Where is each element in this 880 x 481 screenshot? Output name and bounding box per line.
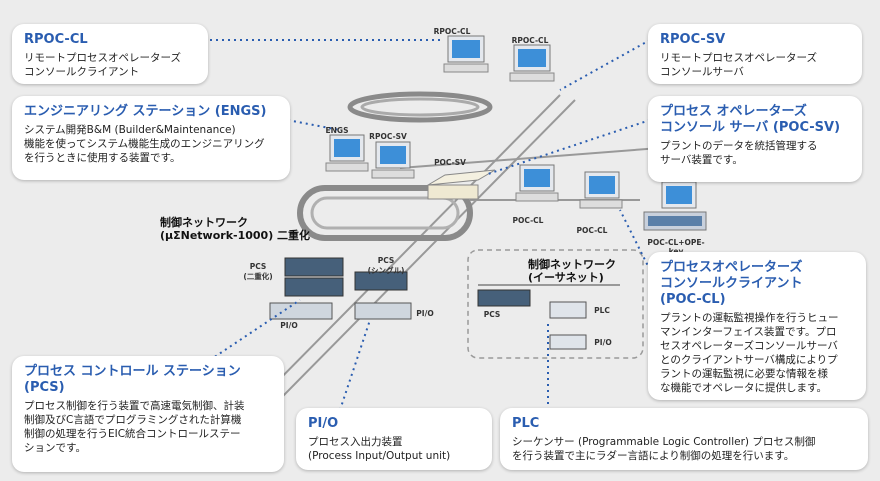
label-pio-1: PI/O [280,321,298,330]
callout-title: RPOC-CL [24,32,88,47]
callout-title: プロセスオペレーターズ コンソールクライアント (POC-CL) [660,260,803,307]
callout-rpoc-cl: RPOC-CL リモートプロセスオペレーターズ コンソールクライアント [12,24,208,84]
label-pio-eth: PI/O [594,338,612,347]
label-poc-cl-1: POC-CL [512,216,544,225]
rack-pio-eth [549,334,587,350]
callout-title: RPOC-SV [660,32,726,47]
monitor-poc-cl-1 [515,164,559,202]
label-plc: PLC [594,306,610,315]
callout-title: PI/O [308,416,339,431]
control-network-ring-inner [310,196,460,230]
rack-pcs-single [354,271,408,291]
callout-pcs: プロセス コントロール ステーション (PCS) プロセス制御を行う装置で高速電… [12,356,284,472]
callout-engs: エンジニアリング ステーション (ENGS) システム開発B&M (Builde… [12,96,290,180]
label-rpoc-cl-2: RPOC-CL [511,36,549,45]
monitor-rpoc-sv [371,141,415,179]
ethernet-zone [467,249,644,359]
rack-pio-2 [354,302,412,320]
rack-pcs-eth [477,289,531,307]
label-control-network: 制御ネットワーク (μΣNetwork-1000) 二重化 [160,216,311,242]
server-lan [399,147,661,169]
monitor-poc-cl-2 [579,171,623,209]
label-ethernet-network: 制御ネットワーク (イーサネット) [528,258,616,284]
server-poc-sv [427,169,496,200]
callout-rpoc-sv: RPOC-SV リモートプロセスオペレーターズ コンソールサーバ [648,24,862,84]
control-network-ring [297,185,473,241]
callout-poc-sv: プロセス オペレーターズ コンソール サーバ (POC-SV) プラントのデータ… [648,96,862,182]
top-network-ring [347,91,493,123]
callout-poc-cl: プロセスオペレーターズ コンソールクライアント (POC-CL) プラントの運転… [648,252,866,400]
label-poc-sv: POC-SV [434,158,466,167]
rack-pio-1 [269,302,333,320]
callout-connectors [209,39,651,411]
callout-desc: プラントの運転監視操作を行うヒュー マンインターフェイス装置です。プロ セスオペ… [660,312,839,394]
label-pio-2: PI/O [416,309,434,318]
callout-title: PLC [512,416,540,431]
rack-plc [549,301,587,319]
callout-title: プロセス オペレーターズ コンソール サーバ (POC-SV) [660,104,841,135]
callout-desc: プラントのデータを統括管理する サーバ装置です。 [660,140,818,166]
label-engs: ENGS [325,126,349,135]
label-rpoc-sv: RPOC-SV [369,132,407,141]
monitor-engs [325,134,369,172]
callout-desc: シーケンサー (Programmable Logic Controller) プ… [512,436,816,462]
label-pcs-eth: PCS [483,310,501,319]
label-poc-cl-2: POC-CL [576,226,608,235]
label-rpoc-cl-1: RPOC-CL [433,27,471,36]
callout-title: エンジニアリング ステーション (ENGS) [24,104,267,119]
callout-pio: PI/O プロセス入出力装置 (Process Input/Output uni… [296,408,492,470]
callout-desc: リモートプロセスオペレーターズ コンソールクライアント [24,52,181,78]
callout-desc: リモートプロセスオペレーターズ コンソールサーバ [660,52,817,78]
label-poc-cl-ope: POC-CL+OPE-key [647,238,705,256]
monitor-rpoc-cl-1 [443,35,489,73]
rack-pcs-dual [284,257,344,297]
monitor-poc-cl-ope [643,181,707,231]
callout-desc: プロセス入出力装置 (Process Input/Output unit) [308,436,451,462]
label-pcs-dual: PCS (二重化) [243,262,273,281]
callout-title: プロセス コントロール ステーション (PCS) [24,364,241,395]
callout-plc: PLC シーケンサー (Programmable Logic Controlle… [500,408,868,470]
callout-desc: プロセス制御を行う装置で高速電気制御、計装 制御及びC言語でプログラミングされた… [24,400,245,454]
callout-desc: システム開発B&M (Builder&Maintenance) 機能を使ってシス… [24,124,265,164]
top-network-ring-inner [360,97,480,117]
monitor-rpoc-cl-2 [509,44,555,82]
label-pcs-single: PCS (シングル) [367,256,405,275]
